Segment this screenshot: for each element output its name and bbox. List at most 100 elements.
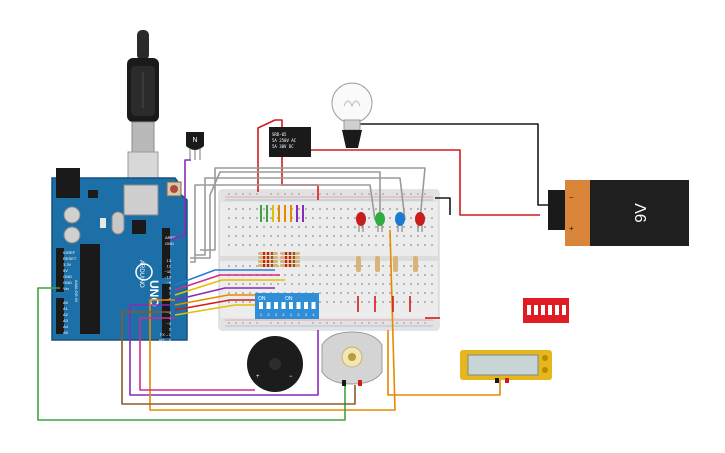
red-dip-toggle[interactable] — [548, 305, 552, 315]
arduino-board[interactable]: AREF GND UNO ARDUINO ANALOG IN IOREFRESE… — [51, 168, 188, 343]
dip-switch-red[interactable] — [523, 298, 569, 323]
digital-pin-label: 12 — [167, 264, 172, 269]
wire-yellow-1 — [174, 279, 285, 296]
light-bulb[interactable] — [331, 82, 373, 148]
relay-line-1: SRD-05 — [272, 132, 287, 137]
dip-toggle[interactable] — [304, 302, 308, 309]
lcd-display[interactable] — [460, 350, 552, 383]
relay[interactable]: SRD-05 5A 250V AC 5A 30V DC — [269, 127, 311, 157]
dip-toggle-number: 4 — [312, 312, 315, 317]
wire-purple-bottom — [129, 304, 319, 396]
led-blue[interactable] — [395, 212, 405, 232]
resistor — [258, 260, 278, 263]
digital-pin-label: ~6 — [166, 297, 171, 302]
analog-pin-label: A1 — [63, 306, 69, 311]
dip-toggle[interactable] — [281, 302, 286, 309]
aref-label: AREF — [165, 235, 176, 240]
resistor — [258, 252, 278, 255]
power-pin-label: GND — [63, 274, 72, 279]
usb-port — [123, 184, 159, 216]
arduino-brand-label: ARDUINO — [138, 260, 144, 288]
battery-9v[interactable]: − + 9V — [548, 180, 689, 246]
resistor — [258, 264, 278, 267]
resistor — [280, 252, 300, 255]
transistor[interactable]: N — [186, 132, 204, 160]
power-pin-label: GND — [63, 280, 72, 285]
digital-pin-label: ~9 — [166, 280, 171, 285]
led-green[interactable] — [375, 212, 385, 232]
dip-toggle[interactable] — [311, 302, 316, 309]
wire-blue-1 — [174, 269, 275, 286]
dip-on-left: ON — [258, 296, 266, 302]
red-dip-toggle[interactable] — [562, 305, 566, 315]
digital-pin-label: ~3 — [166, 321, 171, 326]
dip-toggle-number: 4 — [282, 312, 285, 317]
wire-purple-2 — [174, 287, 275, 301]
digital-pin-label: ~10 — [164, 275, 172, 280]
resistors — [258, 252, 418, 272]
relay-line-3: 5A 30V DC — [272, 144, 294, 149]
wire-gray-2 — [195, 177, 406, 256]
digital-pin-label: 13 — [167, 258, 172, 263]
breadboard[interactable] — [218, 189, 440, 331]
dip-toggle[interactable] — [259, 302, 263, 309]
transistor-label: N — [192, 137, 197, 144]
resistor — [280, 260, 300, 263]
leds[interactable] — [356, 212, 425, 232]
wire-gray-4 — [190, 184, 376, 263]
dip-toggle[interactable] — [274, 302, 278, 309]
dip-toggle-number: 2 — [267, 312, 270, 317]
buzzer-minus: − — [289, 374, 293, 380]
dip-toggle[interactable] — [266, 302, 271, 309]
dip-toggle[interactable] — [289, 302, 293, 309]
dip-toggle-number: 3 — [275, 312, 278, 317]
power-pin-label: RESET — [63, 256, 77, 261]
wire-gray-3 — [200, 167, 426, 251]
wire-green-motor — [37, 287, 346, 421]
digital-pin-label: 7 — [169, 291, 172, 296]
resistor — [280, 264, 300, 267]
resistor-array — [258, 252, 300, 267]
digital-pin-label: RX←0 — [159, 338, 172, 343]
digital-pin-label: 8 — [169, 286, 172, 291]
red-dip-toggle[interactable] — [534, 305, 538, 315]
digital-pin-label: TX→1 — [160, 332, 172, 337]
wire-red-battery — [310, 149, 540, 216]
red-dip-toggle[interactable] — [541, 305, 545, 315]
dc-motor[interactable] — [321, 331, 383, 386]
wire-black-ground — [435, 197, 451, 215]
buzzer-plus: + — [256, 374, 260, 380]
analog-pin-label: A3 — [63, 318, 69, 323]
analog-pin-label: A5 — [63, 330, 69, 335]
resistor — [280, 256, 300, 259]
power-pin-label: 5V — [63, 268, 68, 273]
analog-pin-label: A0 — [63, 300, 69, 305]
wire-pink-1 — [174, 274, 280, 291]
red-dip-toggle[interactable] — [555, 305, 559, 315]
power-pin-label: 3.3V — [63, 262, 72, 267]
led-red-2[interactable] — [415, 212, 425, 232]
dip-toggle-number: 1 — [290, 312, 293, 317]
resistor — [258, 256, 278, 259]
uno-label: UNO — [147, 280, 161, 307]
atmega-chip — [80, 244, 100, 334]
usb-cable — [127, 30, 159, 193]
wire-black-lamp — [355, 123, 555, 206]
power-pin-label: Vin — [63, 286, 69, 291]
power-jack — [56, 168, 80, 198]
battery-minus: − — [569, 193, 574, 202]
analog-pin-label: A2 — [63, 312, 69, 317]
battery-plus: + — [569, 224, 574, 233]
analog-in-label: ANALOG IN — [74, 280, 79, 302]
red-dip-toggle[interactable] — [527, 305, 531, 315]
dip-on-right: ON — [285, 296, 293, 302]
dip-toggle-number: 2 — [297, 312, 300, 317]
dip-toggle[interactable] — [296, 302, 301, 309]
led-red-1[interactable] — [356, 212, 366, 232]
analog-pin-label: A4 — [63, 324, 69, 329]
piezo-buzzer[interactable]: + − — [247, 336, 303, 392]
dip-toggle-number: 3 — [305, 312, 308, 317]
gnd-label: GND — [165, 241, 174, 246]
